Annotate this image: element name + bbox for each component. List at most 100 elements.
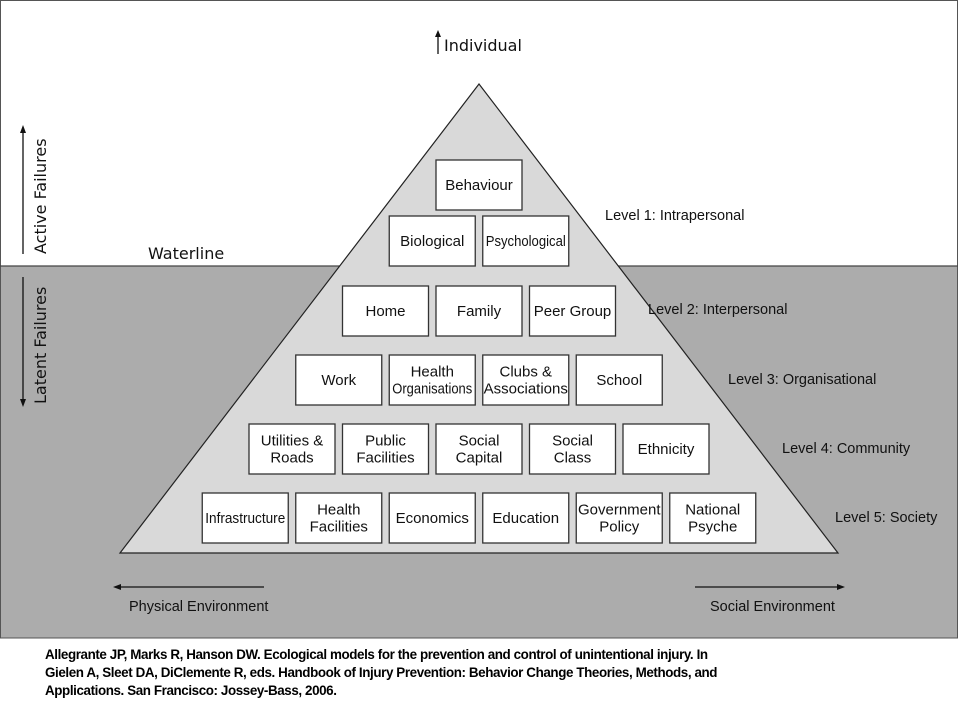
factor-box-frame bbox=[622, 423, 710, 475]
factor-box-label: Facilities bbox=[310, 519, 368, 536]
factor-box-label: Economics bbox=[396, 510, 469, 527]
factor-box-label: Capital bbox=[456, 450, 503, 467]
factor-box-label: National bbox=[685, 502, 740, 519]
factor-box-label: Social bbox=[552, 433, 593, 450]
latent-failures-label: Latent Failures bbox=[31, 287, 50, 404]
arrow-down-icon bbox=[20, 399, 26, 407]
factor-box-frame bbox=[482, 354, 570, 406]
factor-box-frame bbox=[482, 492, 570, 544]
factor-box-label: Infrastructure bbox=[205, 510, 285, 527]
factor-box-label: Government bbox=[578, 502, 661, 519]
level-label: Level 4: Community bbox=[782, 441, 911, 457]
factor-box-frame bbox=[435, 285, 523, 337]
social-environment-axis: Social Environment bbox=[695, 584, 845, 615]
factor-box: Behaviour bbox=[435, 159, 523, 211]
factor-box: Ethnicity bbox=[622, 423, 710, 475]
factor-box-label: Public bbox=[365, 433, 406, 450]
level-label: Level 5: Society bbox=[835, 510, 938, 526]
factor-box: Clubs &Associations bbox=[482, 354, 570, 406]
social-environment-label: Social Environment bbox=[710, 599, 835, 615]
factor-box-frame bbox=[295, 354, 383, 406]
factor-box: Psychological bbox=[482, 215, 570, 267]
factor-box-label: Policy bbox=[599, 519, 640, 536]
citation-line: Applications. San Francisco: Jossey-Bass… bbox=[45, 683, 337, 698]
active-failures-axis: Active Failures bbox=[20, 125, 50, 254]
latent-failures-axis: Latent Failures bbox=[20, 277, 50, 407]
factor-box-frame bbox=[435, 159, 523, 211]
citation-line: Allegrante JP, Marks R, Hanson DW. Ecolo… bbox=[45, 647, 708, 662]
individual-text: Individual bbox=[444, 36, 522, 55]
factor-box-frame bbox=[248, 423, 336, 475]
factor-box-label: Home bbox=[365, 303, 405, 320]
factor-box-frame bbox=[435, 423, 523, 475]
factor-box-frame bbox=[575, 354, 663, 406]
factor-box: Utilities &Roads bbox=[248, 423, 336, 475]
factor-box: Home bbox=[341, 285, 430, 337]
factor-box-label: Psychological bbox=[486, 233, 566, 250]
factor-box-frame bbox=[341, 423, 430, 475]
factor-box-label: Health bbox=[317, 502, 360, 519]
factor-box: School bbox=[575, 354, 663, 406]
arrow-up-icon bbox=[20, 125, 26, 133]
factor-box-frame bbox=[575, 492, 663, 544]
factor-box-frame bbox=[201, 492, 289, 544]
factor-box-label: Class bbox=[554, 450, 592, 467]
factor-box: Peer Group bbox=[528, 285, 617, 337]
factor-box-frame bbox=[341, 285, 430, 337]
level-label: Level 1: Intrapersonal bbox=[605, 208, 744, 224]
factor-box: Family bbox=[435, 285, 523, 337]
factor-box: Education bbox=[482, 492, 570, 544]
factor-box-label: Clubs & bbox=[499, 364, 552, 381]
citation-line: Gielen A, Sleet DA, DiClemente R, eds. H… bbox=[45, 665, 718, 680]
factor-box-label: Health bbox=[411, 364, 454, 381]
citation: Allegrante JP, Marks R, Hanson DW. Ecolo… bbox=[45, 646, 945, 700]
factor-box: Economics bbox=[388, 492, 476, 544]
factor-box: Infrastructure bbox=[201, 492, 289, 544]
factor-box-frame bbox=[295, 492, 383, 544]
factor-box-label: Utilities & bbox=[261, 433, 324, 450]
factor-box-label: Biological bbox=[400, 233, 464, 250]
factor-box-label: Behaviour bbox=[445, 177, 513, 194]
factor-box-label: Work bbox=[321, 372, 356, 389]
factor-box-label: Roads bbox=[270, 450, 313, 467]
factor-box-frame bbox=[388, 354, 476, 406]
factor-box-label: Peer Group bbox=[534, 303, 612, 320]
physical-environment-label: Physical Environment bbox=[129, 599, 268, 615]
factor-box-label: School bbox=[596, 372, 642, 389]
factor-box-label: Family bbox=[457, 303, 502, 320]
factor-box-label: Social bbox=[459, 433, 500, 450]
factor-box-label: Education bbox=[492, 510, 559, 527]
factor-box: Work bbox=[295, 354, 383, 406]
active-failures-label: Active Failures bbox=[31, 138, 50, 254]
factor-box-label: Psyche bbox=[688, 519, 737, 536]
factor-box-frame bbox=[669, 492, 757, 544]
waterline-label: Waterline bbox=[148, 244, 224, 263]
factor-box: Biological bbox=[388, 215, 476, 267]
factor-box-label: Organisations bbox=[392, 381, 472, 398]
arrow-right-icon bbox=[837, 584, 845, 590]
factor-box-frame bbox=[528, 423, 617, 475]
factor-box-frame bbox=[388, 492, 476, 544]
arrow-left-icon bbox=[113, 584, 121, 590]
level-label: Level 3: Organisational bbox=[728, 372, 876, 388]
arrow-head-up-icon bbox=[435, 30, 441, 37]
physical-environment-axis: Physical Environment bbox=[113, 584, 268, 615]
factor-box-label: Ethnicity bbox=[638, 441, 695, 458]
factor-box-frame bbox=[388, 215, 476, 267]
factor-box-frame bbox=[528, 285, 617, 337]
factor-box-frame bbox=[482, 215, 570, 267]
factor-box-label: Associations bbox=[484, 381, 568, 398]
individual-label: Individual bbox=[435, 30, 522, 55]
factor-box-label: Facilities bbox=[356, 450, 414, 467]
level-label: Level 2: Interpersonal bbox=[648, 302, 787, 318]
